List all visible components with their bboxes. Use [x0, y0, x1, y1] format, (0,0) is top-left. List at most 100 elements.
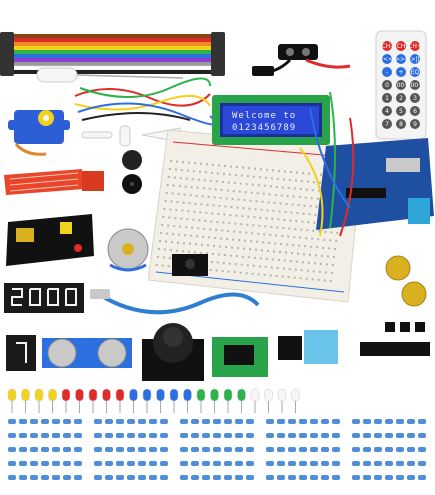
stepper-motor — [100, 225, 156, 275]
resistor — [94, 419, 102, 424]
breadboard-hole — [288, 268, 291, 271]
resistor — [149, 475, 157, 480]
breadboard-hole — [284, 211, 287, 213]
breadboard-hole — [188, 161, 190, 164]
breadboard-hole — [168, 257, 171, 260]
servo-motor-icon — [8, 110, 70, 156]
resistor — [332, 433, 340, 438]
breadboard-hole — [233, 271, 236, 274]
breadboard-hole — [281, 186, 284, 189]
resistor — [202, 419, 210, 424]
breadboard-hole — [267, 201, 270, 204]
breadboard-hole — [270, 266, 273, 269]
resistor — [191, 433, 199, 438]
resistor — [160, 461, 168, 466]
resistor — [418, 447, 426, 452]
usb-cable — [90, 275, 265, 325]
breadboard-hole — [263, 273, 266, 276]
breadboard-hole — [198, 170, 201, 173]
breadboard-hole — [278, 210, 281, 213]
breadboard-hole — [191, 226, 194, 229]
breadboard-hole — [199, 251, 202, 254]
resistor — [202, 461, 210, 466]
resistor — [266, 419, 274, 424]
breadboard-hole — [294, 179, 297, 182]
resistor — [138, 447, 146, 452]
resistor — [246, 461, 254, 466]
breadboard-hole — [176, 201, 179, 204]
remote-key — [396, 80, 406, 90]
breadboard-hole — [165, 192, 168, 194]
breadboard-hole — [169, 249, 172, 252]
breadboard-hole — [279, 251, 281, 253]
remote-key-label: 100+ — [393, 82, 409, 89]
breadboard-hole — [282, 267, 285, 270]
resistor — [352, 419, 360, 424]
resistor — [310, 447, 318, 452]
breadboard-hole — [223, 254, 226, 257]
breadboard-hole — [271, 258, 274, 261]
resistor — [127, 419, 135, 424]
breadboard-hole — [277, 259, 280, 261]
single-digit-display — [6, 335, 36, 379]
breadboard-hole — [199, 211, 202, 214]
breadboard-hole — [269, 274, 272, 277]
breadboard-hole — [177, 193, 180, 196]
resistor — [191, 419, 199, 424]
breadboard-hole — [296, 212, 299, 215]
breadboard-hole — [297, 252, 299, 255]
breadboard-hole — [234, 263, 237, 266]
breadboard-hole — [263, 233, 266, 236]
resistor — [396, 461, 404, 466]
resistor — [288, 461, 296, 466]
resistor — [235, 433, 243, 438]
breadboard-hole — [178, 185, 181, 188]
resistor — [74, 419, 82, 424]
temperature-humidity-sensor-icon — [278, 330, 338, 364]
breadboard-hole — [201, 195, 204, 198]
ribbon-cable — [0, 28, 225, 80]
breadboard-hole — [329, 279, 332, 282]
breadboard-hole — [161, 264, 164, 267]
breadboard-hole — [221, 180, 224, 183]
breadboard-hole — [184, 234, 187, 237]
breadboard-hole — [221, 270, 224, 273]
resistor — [246, 475, 254, 480]
breadboard-hole — [241, 255, 244, 258]
breadboard-hole — [261, 200, 264, 203]
breadboard-hole — [288, 227, 291, 230]
resistor — [116, 475, 124, 480]
breadboard-hole — [243, 199, 246, 202]
breadboard-hole — [309, 253, 311, 256]
resistor — [213, 419, 221, 424]
resistor — [41, 475, 49, 480]
resistor — [213, 433, 221, 438]
resistor — [191, 447, 199, 452]
breadboard-hole — [237, 247, 239, 250]
resistor — [74, 475, 82, 480]
breadboard-hole — [306, 229, 309, 232]
breadboard-hole — [305, 277, 308, 280]
breadboard-hole — [166, 184, 169, 186]
remote-key — [410, 80, 420, 90]
breadboard-hole — [287, 276, 290, 279]
resistor — [63, 419, 71, 424]
breadboard-hole — [251, 183, 254, 186]
resistor — [277, 461, 285, 466]
resistor — [352, 447, 360, 452]
breadboard-hole — [331, 263, 334, 266]
breadboard-hole — [238, 190, 241, 193]
breadboard-hole — [283, 259, 286, 262]
breadboard-hole — [282, 178, 285, 181]
remote-key — [410, 67, 420, 77]
remote-key-label: 8 — [399, 121, 403, 128]
breadboard-hole — [216, 261, 219, 264]
led — [48, 388, 57, 402]
breadboard-hole — [308, 172, 310, 175]
resistor — [105, 419, 113, 424]
resistor — [138, 461, 146, 466]
resistor — [191, 475, 199, 480]
breadboard-hole — [203, 179, 206, 182]
breadboard-hole — [298, 196, 301, 199]
